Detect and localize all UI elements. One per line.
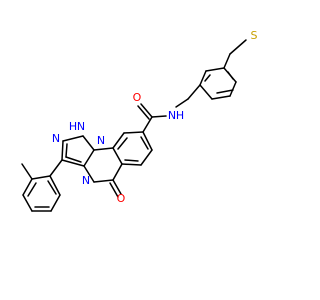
ring-nh-label: N — [77, 120, 85, 133]
bonds — [21, 39, 247, 212]
pyrimidine-n-label: N — [82, 174, 90, 187]
thioether-s-label: S — [251, 29, 258, 42]
amide-h-label: H — [176, 109, 184, 122]
ring-h-label: H — [69, 120, 77, 133]
amide-n-label: N — [168, 109, 176, 122]
fused-n-label: N — [97, 134, 105, 147]
ring-n-label: N — [52, 132, 60, 145]
amide-o-label: O — [133, 91, 142, 104]
atom-labels: S N H O H N N N N O — [52, 29, 258, 205]
chemical-structure: S N H O H N N N N O — [21, 29, 258, 212]
keto-o-label: O — [117, 192, 126, 205]
